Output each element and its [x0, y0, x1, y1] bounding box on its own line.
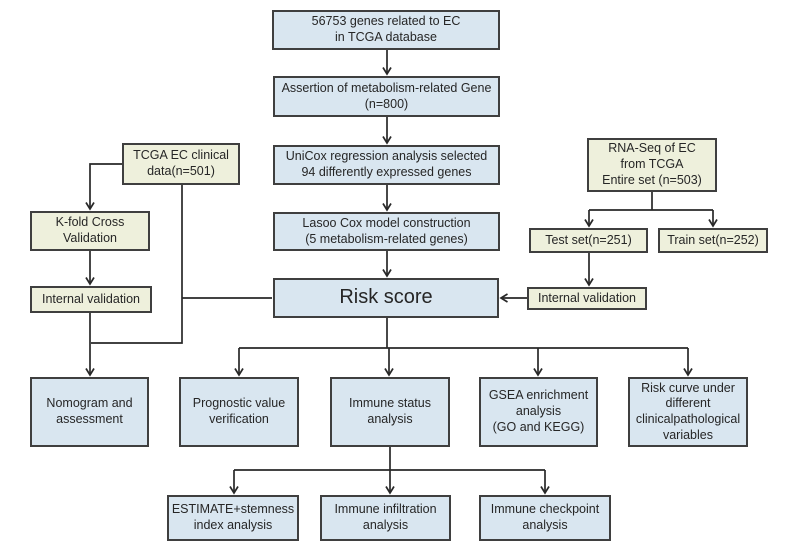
node-kfold-cross-validation: K-fold Cross Validation: [30, 211, 150, 251]
node-nomogram-assessment: Nomogram and assessment: [30, 377, 149, 447]
node-train-set: Train set(n=252): [658, 228, 768, 253]
node-gsea-enrichment-analysis: GSEA enrichment analysis (GO and KEGG): [479, 377, 598, 447]
node-internal-validation-right: Internal validation: [527, 287, 647, 310]
node-tcga-ec-clinical-data: TCGA EC clinical data(n=501): [122, 143, 240, 185]
node-immune-infiltration-analysis: Immune infiltration analysis: [320, 495, 451, 541]
node-immune-checkpoint-analysis: Immune checkpoint analysis: [479, 495, 611, 541]
node-prognostic-value-verification: Prognostic value verification: [179, 377, 299, 447]
node-lasoo-cox-model: Lasoo Cox model construction (5 metaboli…: [273, 212, 500, 251]
node-unicox-regression: UniCox regression analysis selected 94 d…: [273, 145, 500, 185]
node-estimate-stemness-index: ESTIMATE+stemness index analysis: [167, 495, 299, 541]
node-assertion-metabolism-gene: Assertion of metabolism-related Gene (n=…: [273, 76, 500, 117]
flow-arrows: [85, 50, 718, 495]
node-test-set: Test set(n=251): [529, 228, 648, 253]
node-risk-curve-clinicopathological: Risk curve under different clinicalpatho…: [628, 377, 748, 447]
node-immune-status-analysis: Immune status analysis: [330, 377, 450, 447]
node-rnaseq-entire-set: RNA-Seq of EC from TCGA Entire set (n=50…: [587, 138, 717, 192]
node-internal-validation-left: Internal validation: [30, 286, 152, 313]
node-genes-tcga: 56753 genes related to EC in TCGA databa…: [272, 10, 500, 50]
node-risk-score: Risk score: [273, 278, 499, 318]
